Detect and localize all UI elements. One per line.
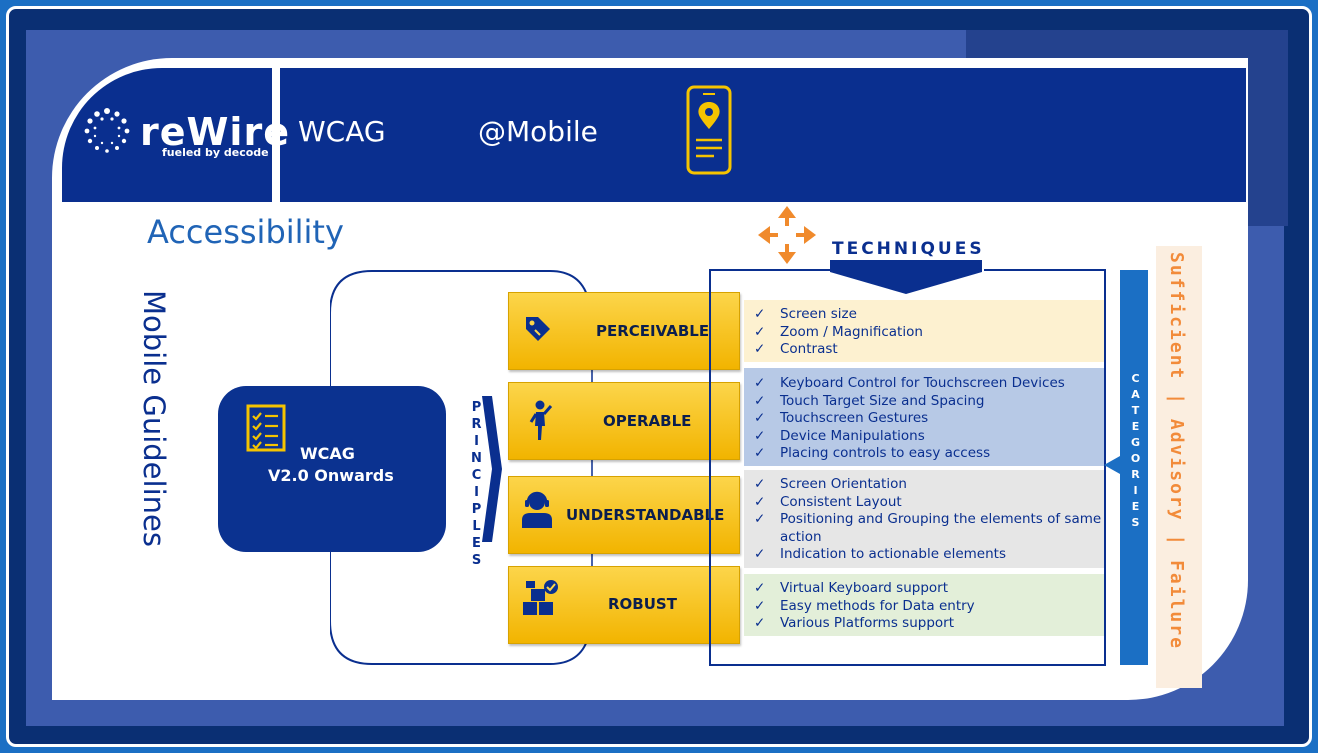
rewire-logo-icon — [84, 108, 130, 153]
techniques-box-understandable: Screen Orientation Consistent Layout Pos… — [744, 470, 1104, 568]
technique-item: Various Platforms support — [744, 615, 1104, 633]
wcag-box-title: WCAG — [300, 444, 355, 463]
gesture-person-icon — [529, 400, 553, 440]
wcag-box — [218, 386, 446, 552]
category-types-panel — [1156, 246, 1202, 688]
techniques-heading: TECHNIQUES — [832, 239, 985, 259]
principle-label-perceivable: PERCEIVABLE — [596, 322, 710, 340]
header-title: WCAG — [298, 115, 386, 148]
technique-item: Contrast — [744, 341, 1104, 359]
principle-label-operable: OPERABLE — [603, 412, 692, 430]
technique-item: Consistent Layout — [744, 494, 1104, 512]
techniques-box-robust: Virtual Keyboard support Easy methods fo… — [744, 574, 1104, 636]
technique-item: Positioning and Grouping the elements of… — [744, 511, 1104, 546]
techniques-box-perceivable: Screen size Zoom / Magnification Contras… — [744, 300, 1104, 362]
move-arrows-icon — [758, 206, 816, 264]
categories-arrow-icon — [1104, 456, 1120, 474]
technique-item: Touchscreen Gestures — [744, 410, 1104, 428]
technique-item: Zoom / Magnification — [744, 324, 1104, 342]
principle-pill-operable — [508, 382, 740, 460]
mobile-location-icon — [686, 85, 732, 175]
tag-icon — [526, 317, 550, 341]
technique-item: Virtual Keyboard support — [744, 580, 1104, 598]
checklist-icon — [246, 404, 286, 452]
accessibility-heading: Accessibility — [147, 213, 344, 251]
technique-item: Touch Target Size and Spacing — [744, 393, 1104, 411]
techniques-frame — [709, 269, 1106, 666]
technique-item: Device Manipulations — [744, 428, 1104, 446]
principle-label-understandable: UNDERSTANDABLE — [566, 506, 725, 524]
support-agent-icon — [522, 491, 552, 528]
logo-tagline: fueled by decode — [162, 146, 269, 159]
techniques-banner — [830, 260, 982, 294]
principles-label: PRINCIPLES — [469, 400, 484, 570]
techniques-box-operable: Keyboard Control for Touchscreen Devices… — [744, 368, 1104, 466]
header-logo-panel — [62, 68, 272, 202]
logo-text: reWire — [140, 110, 290, 154]
technique-item: Screen size — [744, 306, 1104, 324]
categories-bar — [1120, 270, 1148, 665]
technique-item: Indication to actionable elements — [744, 546, 1104, 564]
principles-arrow — [482, 396, 502, 542]
category-types-label: Sufficient | Advisory | Failure — [1166, 252, 1187, 650]
header-main-panel — [280, 68, 1246, 202]
wcag-box-subtitle: V2.0 Onwards — [268, 466, 394, 485]
boxes-check-icon — [523, 580, 558, 615]
mobile-guidelines-label: Mobile Guidelines — [137, 290, 171, 547]
technique-item: Keyboard Control for Touchscreen Devices — [744, 375, 1104, 393]
technique-item: Placing controls to easy access — [744, 445, 1104, 463]
principle-label-robust: ROBUST — [608, 595, 677, 613]
technique-item: Easy methods for Data entry — [744, 598, 1104, 616]
technique-item: Screen Orientation — [744, 476, 1104, 494]
header-subtitle: @Mobile — [478, 115, 598, 148]
categories-label: CATEGORIES — [1129, 372, 1142, 532]
